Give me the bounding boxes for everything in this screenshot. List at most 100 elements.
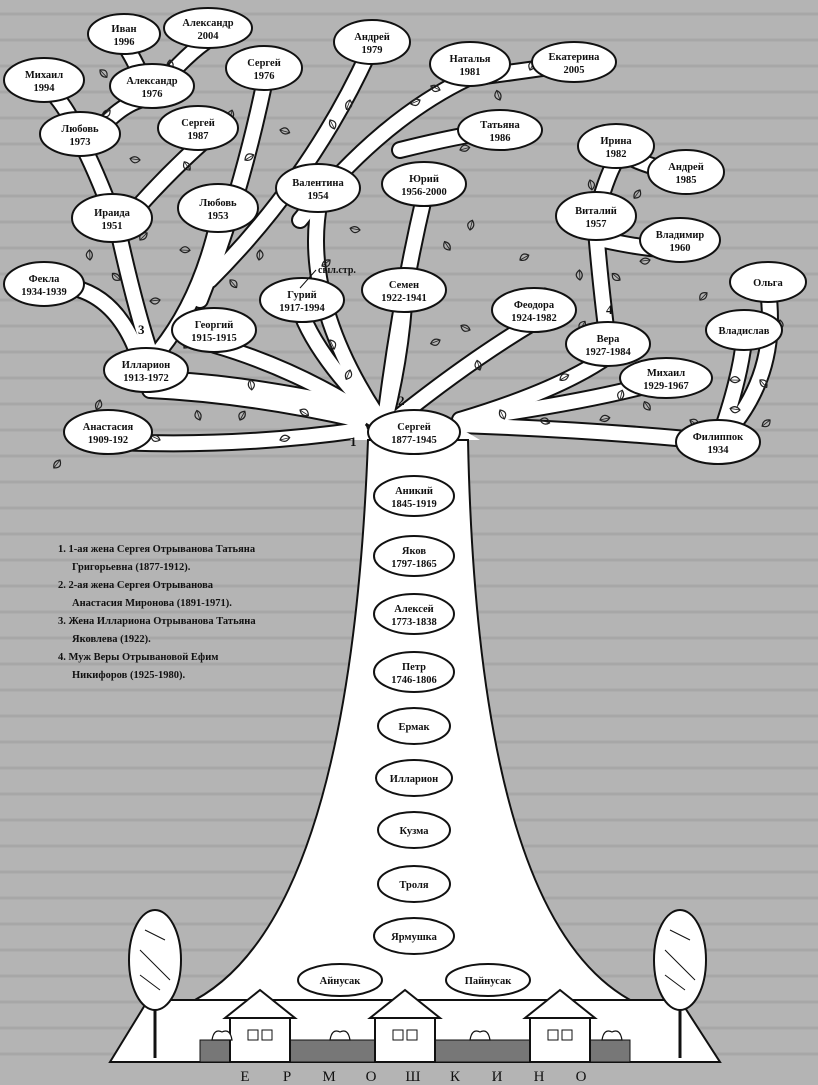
- person-name: Илларион: [122, 360, 170, 371]
- person-years: 1924-1982: [511, 313, 557, 324]
- village-letter: Е: [240, 1069, 249, 1085]
- person-years: 1909-192: [88, 435, 128, 446]
- person-years: 1994: [34, 83, 56, 94]
- person-years: 1960: [670, 243, 691, 254]
- leaf: [52, 458, 63, 470]
- person-name: Ольга: [753, 278, 783, 289]
- person-years: 1877-1945: [391, 435, 437, 446]
- person-name: Татьяна: [480, 120, 520, 131]
- person-years: 1985: [676, 175, 697, 186]
- person-name: Семен: [389, 280, 419, 291]
- person-node: Любовь1953: [178, 184, 258, 232]
- bush: [212, 1031, 232, 1040]
- person-years: 1915-1915: [191, 333, 237, 344]
- person-name: Ираида: [94, 208, 131, 219]
- person-name: Владислав: [719, 326, 770, 337]
- leaf: [518, 252, 530, 262]
- person-years: 1976: [254, 71, 275, 82]
- person-years: 1773-1838: [391, 617, 437, 628]
- person-node: Ольга: [730, 262, 806, 302]
- leaf: [761, 418, 773, 429]
- leaf: [86, 250, 92, 260]
- annotation-label: сыл.стр.: [318, 265, 356, 276]
- person-name: Андрей: [668, 162, 704, 173]
- person-name: Наталья: [450, 54, 491, 65]
- village-letter: Ш: [405, 1069, 420, 1085]
- person-node: Георгий1915-1915: [172, 308, 256, 352]
- person-node: Александр2004: [164, 8, 252, 48]
- person-years: 1956-2000: [401, 187, 447, 198]
- branch-number: 3: [138, 322, 145, 337]
- person-years: 1954: [308, 191, 330, 202]
- person-name: Феодора: [514, 300, 555, 311]
- person-node: Вера 1927-1984: [566, 322, 650, 366]
- person-years: 1845-1919: [391, 499, 437, 510]
- person-name: Ярмушка: [391, 932, 437, 943]
- person-name: Троля: [399, 880, 428, 891]
- person-node: Михаил 1994: [4, 58, 84, 102]
- person-years: 1927-1984: [585, 347, 631, 358]
- person-years: 1746-1806: [391, 675, 437, 686]
- person-node: Феодора 1924-1982: [492, 288, 576, 332]
- branch-number: 2: [398, 393, 405, 408]
- legend-line: Анастасия Миронова (1891-1971).: [72, 598, 232, 609]
- person-years: 1913-1972: [123, 373, 169, 384]
- person-name: Кузма: [399, 826, 429, 837]
- person-name: Михаил: [25, 70, 63, 81]
- legend-line: Никифоров (1925-1980).: [72, 670, 185, 681]
- person-years: 1987: [188, 131, 209, 142]
- person-years: 1929-1967: [643, 381, 689, 392]
- person-name: Александр: [182, 18, 233, 29]
- person-years: 1982: [606, 149, 627, 160]
- person-node: Сергей1877-1945: [368, 410, 460, 454]
- person-node: Айнусак: [298, 964, 382, 996]
- village-letter: И: [492, 1069, 503, 1085]
- person-node: Ярмушка: [374, 918, 454, 954]
- person-node: Александр1976: [110, 64, 194, 108]
- person-name: Михаил: [647, 368, 685, 379]
- person-name: Пайнусак: [465, 976, 512, 987]
- person-node: Гурий1917-1994: [260, 278, 344, 322]
- person-name: Алексей: [394, 604, 433, 615]
- person-years: 1917-1994: [279, 303, 325, 314]
- person-node: Илларион 1913-1972: [104, 348, 188, 392]
- person-node: Петр 1746-1806: [374, 652, 454, 692]
- person-name: Ирина: [600, 136, 632, 147]
- person-years: 1797-1865: [391, 559, 437, 570]
- person-node: Кузма: [378, 812, 450, 848]
- legend-line: 4. Муж Веры Отрывановой Ефим: [58, 652, 218, 663]
- person-node: Ираида1951: [72, 194, 152, 242]
- person-node: Семен 1922-1941: [362, 268, 446, 312]
- leaf: [588, 179, 596, 190]
- person-name: Аникий: [395, 486, 433, 497]
- person-name: Фекла: [29, 274, 61, 285]
- person-node: Илларион: [376, 760, 452, 796]
- person-node: Ирина 1982: [578, 124, 654, 168]
- leaf: [130, 156, 141, 163]
- village-letter: О: [366, 1069, 377, 1085]
- leaf: [430, 338, 441, 347]
- person-name: Сергей: [181, 118, 215, 129]
- person-years: 1922-1941: [381, 293, 427, 304]
- person-name: Александр: [126, 76, 177, 87]
- person-node: Ермак: [378, 708, 450, 744]
- person-name: Вера: [597, 334, 621, 345]
- person-name: Ермак: [398, 722, 430, 733]
- leaf: [98, 68, 109, 79]
- person-node: Аникий 1845-1919: [374, 476, 454, 516]
- person-name: Андрей: [354, 32, 390, 43]
- person-node: Владислав: [706, 310, 782, 350]
- person-years: 1934: [708, 445, 730, 456]
- legend-line: Григорьевна (1877-1912).: [72, 562, 191, 573]
- village-letter: К: [450, 1069, 461, 1085]
- leaf: [640, 258, 651, 265]
- person-name: Любовь: [199, 198, 237, 209]
- person-name: Петр: [402, 662, 426, 673]
